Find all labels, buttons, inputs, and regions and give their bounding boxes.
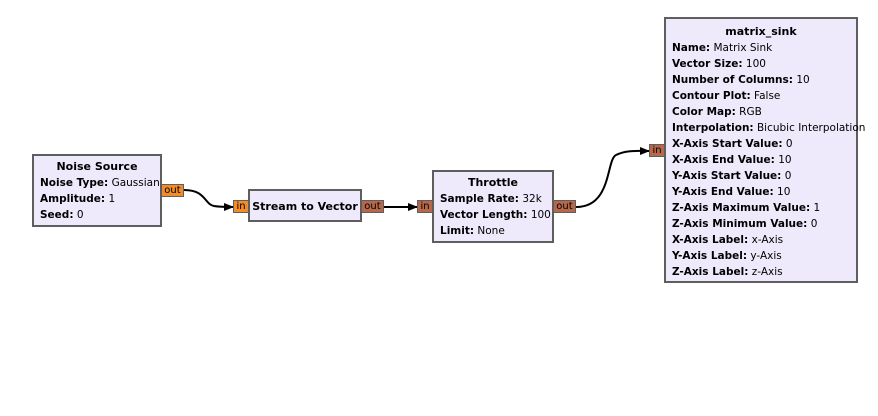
param-value: 100 [530,209,551,221]
param-value: 10 [796,74,810,86]
block-title: Noise Source [56,160,138,173]
param-seed: Seed: 0 [34,207,160,223]
param-label: Z-Axis Maximum Value: [672,202,811,214]
edge-noise-to-stream[interactable] [183,189,234,211]
param-label: Name: [672,42,711,54]
param-value: 0 [810,218,818,230]
param-z-axis-label: Z-Axis Label: z-Axis [666,264,856,280]
param-value: 0 [76,209,84,221]
block-title: matrix_sink [725,25,797,38]
param-value: Matrix Sink [713,42,773,54]
param-name: Name: Matrix Sink [666,40,856,56]
param-label: Color Map: [672,106,736,118]
param-sample-rate: Sample Rate: 32k [434,191,552,207]
param-label: Noise Type: [40,177,109,189]
param-label: Y-Axis Start Value: [672,170,782,182]
matrix-sink-block[interactable]: matrix_sink Name: Matrix Sink Vector Siz… [664,17,865,283]
param-value: False [754,90,781,102]
param-y-axis-end: Y-Axis End Value: 10 [666,184,856,200]
matrix-sink-in-port[interactable]: in [649,144,665,157]
param-value: 0 [785,138,793,150]
param-label: Amplitude: [40,193,106,205]
param-x-axis-end: X-Axis End Value: 10 [666,152,856,168]
param-noise-type: Noise Type: Gaussian [34,175,160,191]
param-value: 10 [777,186,791,198]
noise-source-out-port[interactable]: out [161,184,184,197]
param-label: X-Axis Label: [672,234,749,246]
param-label: Interpolation: [672,122,754,134]
param-z-axis-min: Z-Axis Minimum Value: 0 [666,216,856,232]
param-number-of-columns: Number of Columns: 10 [666,72,856,88]
param-label: Number of Columns: [672,74,793,86]
param-z-axis-max: Z-Axis Maximum Value: 1 [666,200,856,216]
param-value: 100 [745,58,766,70]
param-value: z-Axis [751,266,783,278]
param-value: RGB [739,106,762,118]
param-label: Y-Axis End Value: [672,186,774,198]
param-value: x-Axis [751,234,784,246]
param-label: Y-Axis Label: [672,250,748,262]
param-label: X-Axis Start Value: [672,138,783,150]
param-value: 10 [778,154,792,166]
param-value: Bicubic Interpolation [756,122,866,134]
param-limit: Limit: None [434,223,552,239]
param-x-axis-label: X-Axis Label: x-Axis [666,232,856,248]
param-interpolation: Interpolation: Bicubic Interpolation [666,120,865,136]
param-label: Vector Length: [440,209,528,221]
stream-to-vector-out-port[interactable]: out [361,200,384,213]
param-amplitude: Amplitude: 1 [34,191,160,207]
param-x-axis-start: X-Axis Start Value: 0 [666,136,856,152]
block-title: Stream to Vector [252,200,358,213]
param-label: X-Axis End Value: [672,154,775,166]
param-y-axis-label: Y-Axis Label: y-Axis [666,248,856,264]
param-label: Contour Plot: [672,90,751,102]
param-label: Seed: [40,209,74,221]
throttle-block[interactable]: Throttle Sample Rate: 32k Vector Length:… [432,170,554,243]
throttle-in-port[interactable]: in [417,200,433,213]
param-label: Z-Axis Label: [672,266,749,278]
param-vector-size: Vector Size: 100 [666,56,856,72]
stream-to-vector-block[interactable]: Stream to Vector [248,189,362,222]
block-title: Throttle [467,176,519,189]
param-label: Sample Rate: [440,193,519,205]
param-value: 1 [813,202,821,214]
param-vector-length: Vector Length: 100 [434,207,552,223]
param-y-axis-start: Y-Axis Start Value: 0 [666,168,856,184]
param-contour-plot: Contour Plot: False [666,88,856,104]
param-label: Vector Size: [672,58,743,70]
param-label: Z-Axis Minimum Value: [672,218,808,230]
param-label: Limit: [440,225,475,237]
edge-throttle-to-matrix[interactable] [575,146,650,208]
noise-source-block[interactable]: Noise Source Noise Type: Gaussian Amplit… [32,154,162,227]
stream-to-vector-in-port[interactable]: in [233,200,249,213]
param-value: 1 [108,193,116,205]
throttle-out-port[interactable]: out [553,200,576,213]
param-color-map: Color Map: RGB [666,104,856,120]
param-value: y-Axis [750,250,782,262]
param-value: Gaussian [111,177,160,189]
param-value: None [477,225,505,237]
param-value: 0 [784,170,792,182]
param-value: 32k [522,193,542,205]
